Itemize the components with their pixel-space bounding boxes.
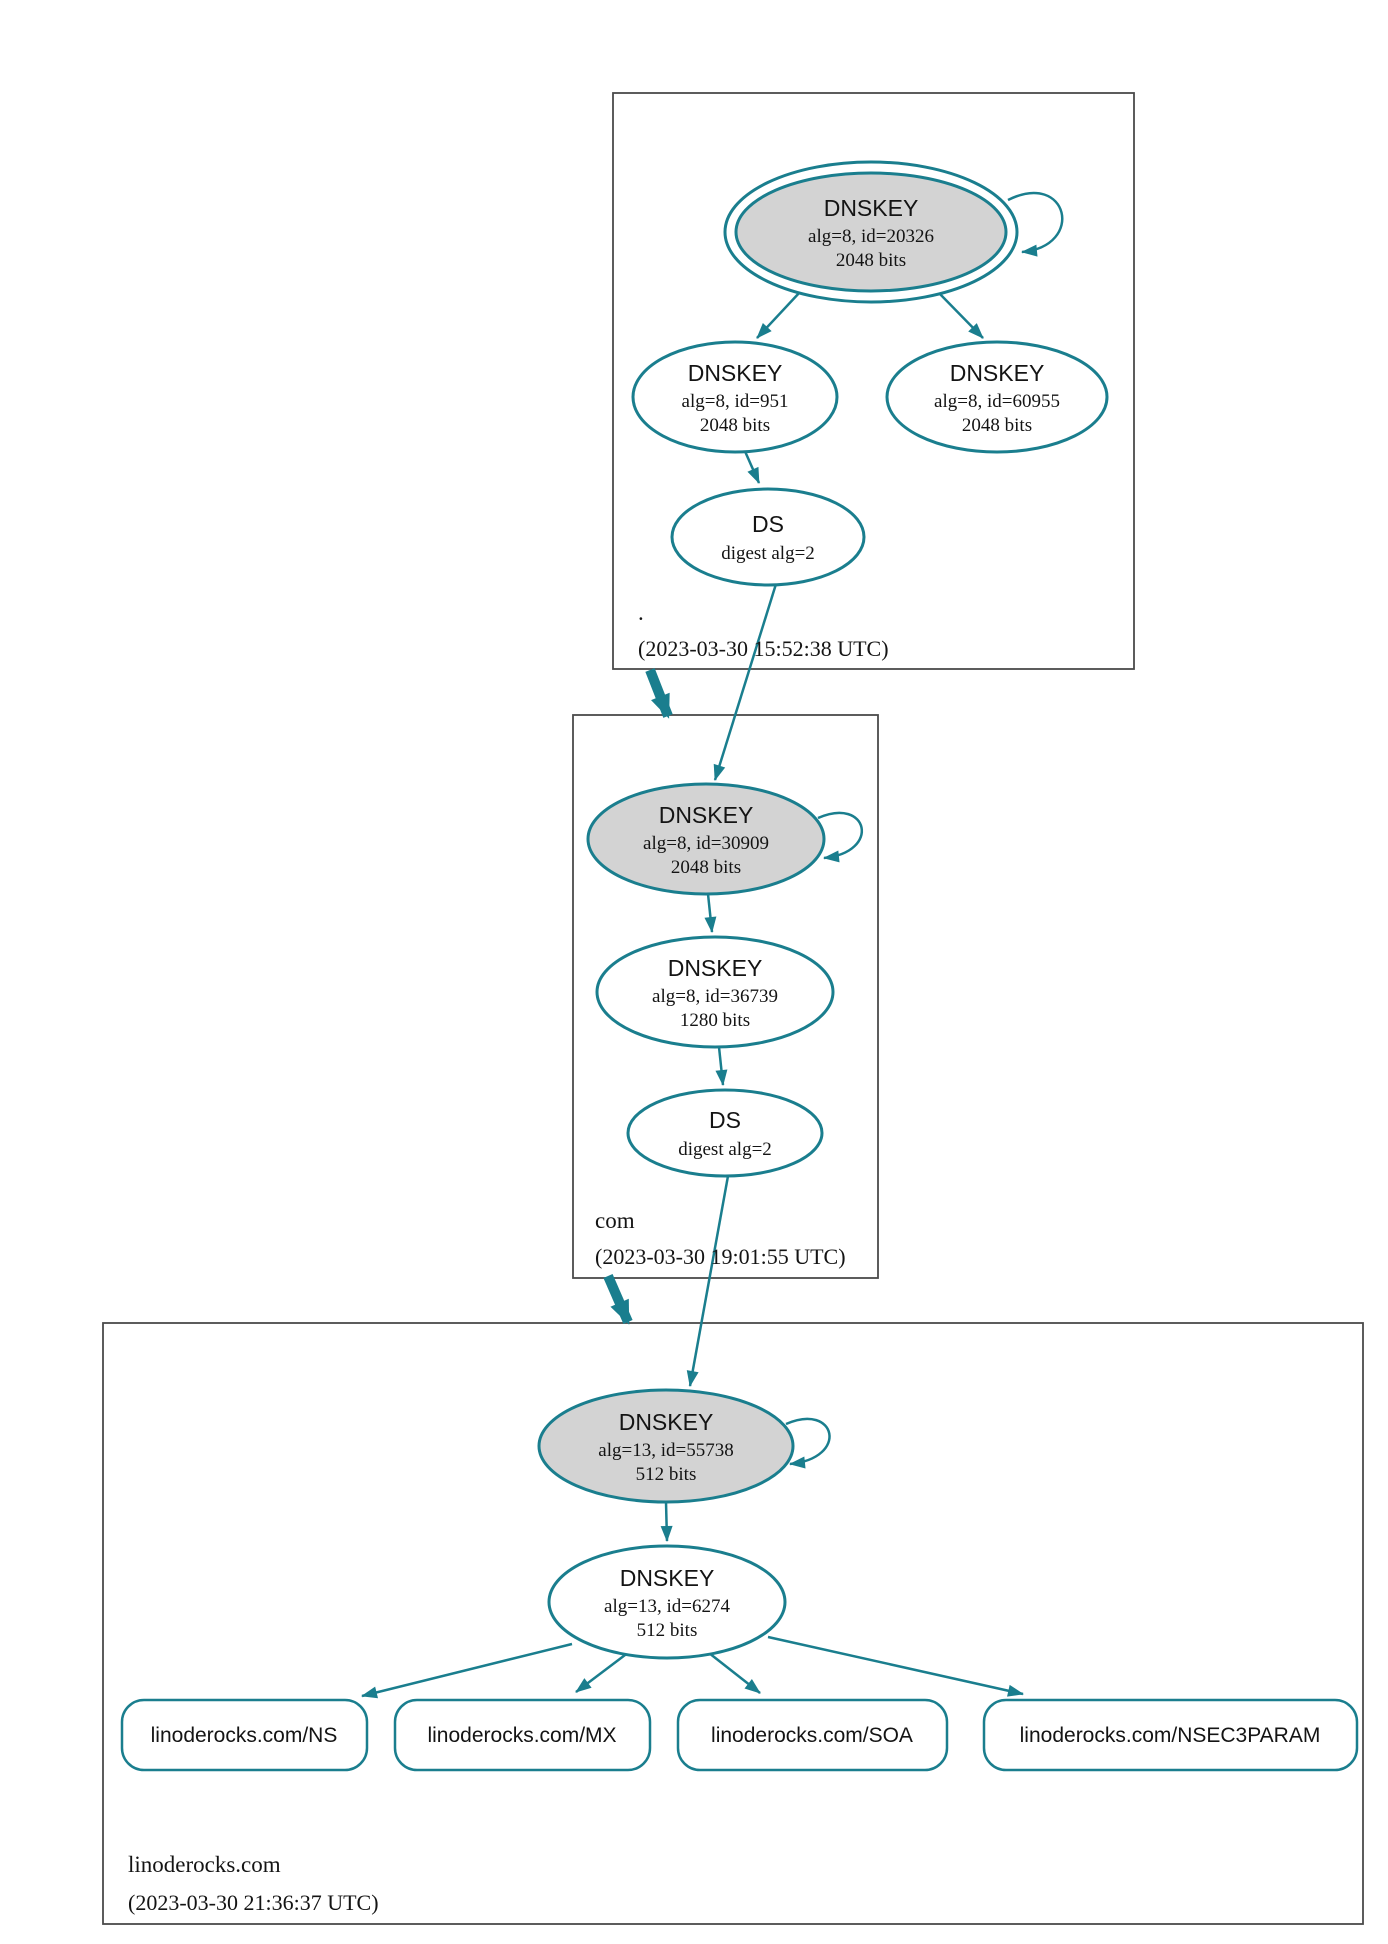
edge-root-zsk951-to-ds [742,448,761,484]
edge-root-ksk-to-zsk60955 [937,291,984,339]
node-root-zsk951: DNSKEY alg=8, id=951 2048 bits [631,340,839,454]
root-ksk-detail: alg=8, id=20326 [808,226,934,247]
root-zsk951-type: DNSKEY [688,360,783,386]
rrset-node-mx: linoderocks.com/MX [393,1698,652,1772]
delegation-arrow-com-to-linoderocks [603,1274,633,1325]
edge-com-ds-to-linoderocks-ksk [686,1175,730,1387]
delegation-arrow-root-to-com [645,668,673,719]
node-root-ds: DS digest alg=2 [670,487,866,587]
edge-root-ds-to-com-ksk [713,583,778,781]
com-ksk-type: DNSKEY [659,802,754,828]
rrset-node-soa: linoderocks.com/SOA [676,1698,949,1772]
zone-timestamp-com: (2023-03-30 19:01:55 UTC) [595,1244,846,1269]
root-zsk951-bits: 2048 bits [700,415,770,436]
edge-root-ksk-to-zsk951 [756,291,801,339]
zone-label-linoderocks: linoderocks.com [128,1852,281,1877]
edge-lino-zsk-to-mx [575,1651,630,1693]
rrset-soa-box [676,1698,949,1772]
rrset-mx-box [393,1698,652,1772]
root-zsk60955-bits: 2048 bits [962,415,1032,436]
rrset-ns-box [120,1698,369,1772]
com-zsk-detail: alg=8, id=36739 [652,986,778,1007]
com-zsk-type: DNSKEY [668,955,763,981]
rrset-nsec3param-label: linoderocks.com/NSEC3PARAM [1020,1724,1321,1747]
edge-lino-zsk-to-ns [361,1642,573,1699]
com-ksk-ellipse [586,782,826,896]
self-loop-root-ksk [1007,191,1064,257]
edge-com-zsk-to-ds [715,1046,728,1086]
edge-lino-zsk-to-soa [708,1652,761,1694]
edge-lino-ksk-to-zsk [660,1501,673,1542]
self-loop-com-ksk [817,811,863,863]
lino-zsk-bits: 512 bits [637,1620,698,1641]
zone-label-com: com [595,1208,635,1233]
com-ds-type: DS [709,1107,741,1133]
com-ksk-detail: alg=8, id=30909 [643,833,769,854]
edge-lino-zsk-to-nsec3param [767,1635,1024,1697]
rrset-mx-label: linoderocks.com/MX [427,1724,616,1747]
rrset-soa-label: linoderocks.com/SOA [711,1724,913,1747]
root-zsk60955-detail: alg=8, id=60955 [934,391,1060,412]
node-root-zsk60955: DNSKEY alg=8, id=60955 2048 bits [885,340,1109,454]
rrset-node-ns: linoderocks.com/NS [120,1698,369,1772]
zone-label-root: . [638,600,644,625]
lino-ksk-bits: 512 bits [636,1464,697,1485]
root-ds-ellipse [670,487,866,587]
self-loop-lino-ksk [785,1417,831,1469]
node-com-zsk: DNSKEY alg=8, id=36739 1280 bits [595,935,835,1049]
root-zsk951-ellipse [631,340,839,454]
root-ksk-bits: 2048 bits [836,250,906,271]
com-ds-detail: digest alg=2 [678,1139,772,1160]
lino-ksk-ellipse [537,1388,795,1504]
edge-com-ksk-to-zsk [704,893,717,933]
root-ds-type: DS [752,511,784,537]
zone-timestamp-linoderocks: (2023-03-30 21:36:37 UTC) [128,1890,379,1915]
lino-ksk-type: DNSKEY [619,1409,714,1435]
lino-ksk-detail: alg=13, id=55738 [598,1440,733,1461]
rrset-ns-label: linoderocks.com/NS [151,1724,338,1747]
node-com-ds: DS digest alg=2 [626,1088,824,1178]
root-zsk60955-ellipse [885,340,1109,454]
zone-timestamp-root: (2023-03-30 15:52:38 UTC) [638,636,889,661]
lino-zsk-type: DNSKEY [620,1565,715,1591]
lino-zsk-ellipse [547,1544,787,1660]
com-ksk-bits: 2048 bits [671,857,741,878]
com-zsk-bits: 1280 bits [680,1010,750,1031]
root-ksk-inner-ellipse [734,171,1008,293]
rrset-node-nsec3param: linoderocks.com/NSEC3PARAM [982,1698,1359,1772]
rrset-nsec3param-box [982,1698,1359,1772]
root-ksk-type: DNSKEY [824,195,919,221]
node-lino-zsk: DNSKEY alg=13, id=6274 512 bits [547,1544,787,1660]
root-zsk951-detail: alg=8, id=951 [682,391,789,412]
node-root-ksk: DNSKEY alg=8, id=20326 2048 bits [723,160,1019,304]
node-lino-ksk: DNSKEY alg=13, id=55738 512 bits [537,1388,795,1504]
root-zsk60955-type: DNSKEY [950,360,1045,386]
node-com-ksk: DNSKEY alg=8, id=30909 2048 bits [586,782,826,896]
root-ds-detail: digest alg=2 [721,543,815,564]
com-ds-ellipse [626,1088,824,1178]
com-zsk-ellipse [595,935,835,1049]
lino-zsk-detail: alg=13, id=6274 [604,1596,730,1617]
